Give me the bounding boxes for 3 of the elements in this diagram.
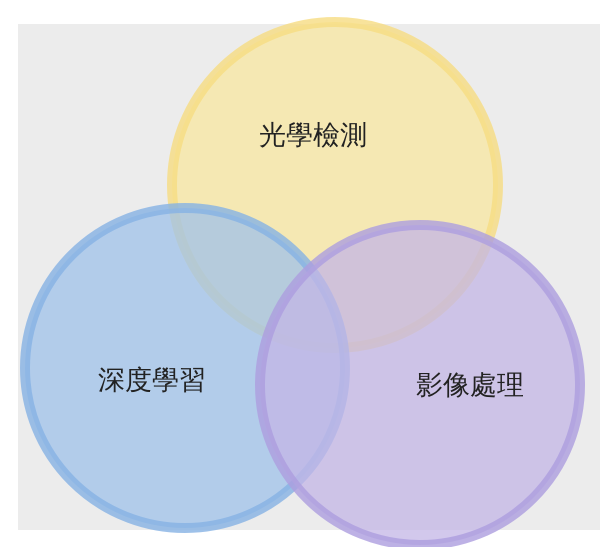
circle-label: 影像處理 [416, 369, 524, 403]
circle-label: 深度學習 [98, 364, 206, 398]
circle-label: 光學檢測 [259, 119, 367, 153]
